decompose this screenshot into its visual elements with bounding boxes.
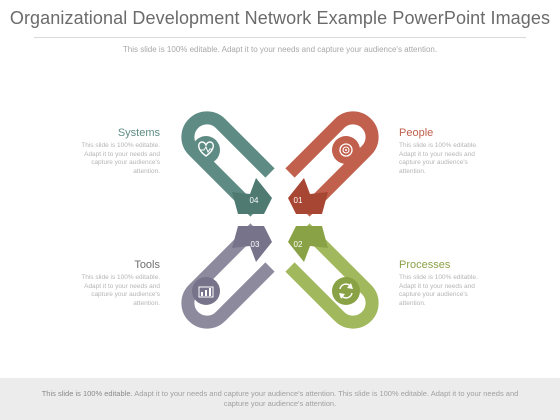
segment-arc-tools xyxy=(181,223,275,329)
bar-chart-icon xyxy=(198,286,214,298)
slide-subtitle: This slide is 100% editable. Adapt it to… xyxy=(122,45,438,54)
target-icon xyxy=(339,143,353,157)
footer-lead: This slide is 100% editable. xyxy=(41,389,133,398)
segment-processes[interactable]: 02 xyxy=(285,223,379,329)
footer-text: Adapt it to your needs and capture your … xyxy=(134,389,519,408)
desc-tools: This slide is 100% editable. Adapt it to… xyxy=(81,274,160,307)
segment-number-systems: 04 xyxy=(250,196,259,205)
segment-badge-systems xyxy=(192,136,220,164)
segment-arrow-systems xyxy=(232,178,272,214)
segment-arc-systems xyxy=(181,111,275,217)
segment-badge-processes xyxy=(332,277,360,305)
segment-tools[interactable]: 03 xyxy=(181,223,275,329)
desc-systems: This slide is 100% editable. Adapt it to… xyxy=(81,142,160,175)
segment-number-tools: 03 xyxy=(251,240,260,249)
label-people: People xyxy=(399,127,434,139)
segment-people[interactable]: 01 xyxy=(285,111,379,217)
segment-arrow-people xyxy=(288,178,328,214)
segment-arc-processes xyxy=(285,223,379,329)
segment-number-processes: 02 xyxy=(294,240,303,249)
label-systems: Systems xyxy=(117,127,160,139)
segment-arrow-tools xyxy=(232,226,272,262)
segment-systems[interactable]: 04 xyxy=(181,111,275,217)
desc-processes: This slide is 100% editable. Adapt it to… xyxy=(399,274,478,307)
slide-title: Organizational Development Network Examp… xyxy=(9,8,551,28)
footer-bar: This slide is 100% editable. Adapt it to… xyxy=(0,378,560,420)
heart-icon xyxy=(198,141,214,157)
label-processes: Processes xyxy=(399,259,451,271)
title-divider xyxy=(34,37,526,38)
segment-arc-people xyxy=(285,111,379,217)
segment-arrow-processes xyxy=(288,226,328,262)
label-tools: Tools xyxy=(134,259,160,271)
refresh-icon xyxy=(339,283,353,299)
desc-people: This slide is 100% editable. Adapt it to… xyxy=(399,142,478,175)
segment-number-people: 01 xyxy=(294,196,303,205)
